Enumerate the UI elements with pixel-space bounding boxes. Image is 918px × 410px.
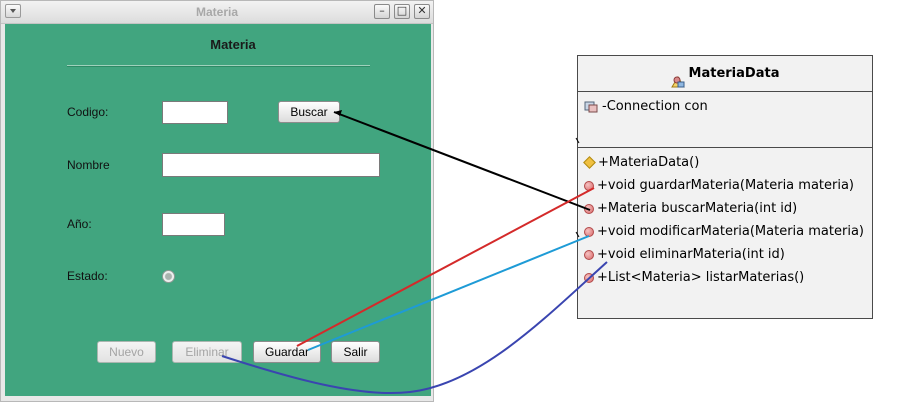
- method-icon: [584, 203, 594, 214]
- close-button[interactable]: ✕: [414, 4, 430, 19]
- field-icon: [584, 101, 598, 113]
- uml-field[interactable]: -Connection con: [584, 99, 708, 119]
- uml-method-listar[interactable]: +List<Materia> listarMaterias(): [584, 270, 804, 290]
- uml-method-text: +void guardarMateria(Materia materia): [597, 178, 854, 193]
- uml-method-text: +Materia buscarMateria(int id): [597, 201, 798, 216]
- nuevo-button[interactable]: Nuevo: [97, 341, 156, 363]
- codigo-label: Codigo:: [67, 105, 109, 119]
- eliminar-button[interactable]: Eliminar: [172, 341, 242, 363]
- uml-field-text: -Connection con: [602, 99, 708, 114]
- uml-class-header: MateriaData: [578, 56, 872, 91]
- method-icon: [584, 180, 594, 191]
- nombre-input[interactable]: [162, 153, 380, 177]
- window-title: Materia: [195, 5, 239, 19]
- uml-method-modificar[interactable]: +void modificarMateria(Materia materia): [584, 224, 864, 244]
- estado-label: Estado:: [67, 269, 108, 283]
- method-icon: [584, 249, 594, 260]
- buscar-button[interactable]: Buscar: [278, 101, 340, 123]
- class-icon: [670, 67, 685, 88]
- anio-label: Año:: [67, 217, 92, 231]
- anio-input[interactable]: [162, 213, 225, 236]
- uml-method-text: +void eliminarMateria(int id): [597, 247, 785, 262]
- uml-method-text: +MateriaData(): [598, 155, 700, 170]
- method-icon: [584, 226, 594, 237]
- estado-radio[interactable]: [162, 270, 175, 283]
- uml-method-constructor[interactable]: +MateriaData(): [583, 155, 700, 175]
- nombre-label: Nombre: [67, 158, 110, 172]
- uml-class-name: MateriaData: [688, 66, 780, 81]
- salir-button[interactable]: Salir: [331, 341, 380, 363]
- constructor-icon: [583, 156, 596, 169]
- minimize-button[interactable]: –: [374, 4, 390, 19]
- uml-method-guardar[interactable]: +void guardarMateria(Materia materia): [584, 178, 854, 198]
- system-menu-icon[interactable]: [5, 4, 21, 18]
- form-heading: Materia: [210, 37, 256, 52]
- maximize-button[interactable]: □: [394, 4, 410, 19]
- heading-separator: [67, 65, 370, 67]
- guardar-button[interactable]: Guardar: [253, 341, 321, 363]
- uml-separator: [578, 91, 872, 92]
- uml-class-materiadata[interactable]: MateriaData -Connection con +MateriaData…: [577, 55, 873, 319]
- uml-method-text: +void modificarMateria(Materia materia): [597, 224, 864, 239]
- uml-method-buscar[interactable]: +Materia buscarMateria(int id): [584, 201, 797, 221]
- uml-method-text: +List<Materia> listarMaterias(): [597, 270, 805, 285]
- window-titlebar[interactable]: Materia – □ ✕: [1, 1, 433, 24]
- codigo-input[interactable]: [162, 101, 228, 124]
- method-icon: [584, 272, 594, 283]
- uml-method-eliminar[interactable]: +void eliminarMateria(int id): [584, 247, 785, 267]
- uml-separator: [578, 147, 872, 148]
